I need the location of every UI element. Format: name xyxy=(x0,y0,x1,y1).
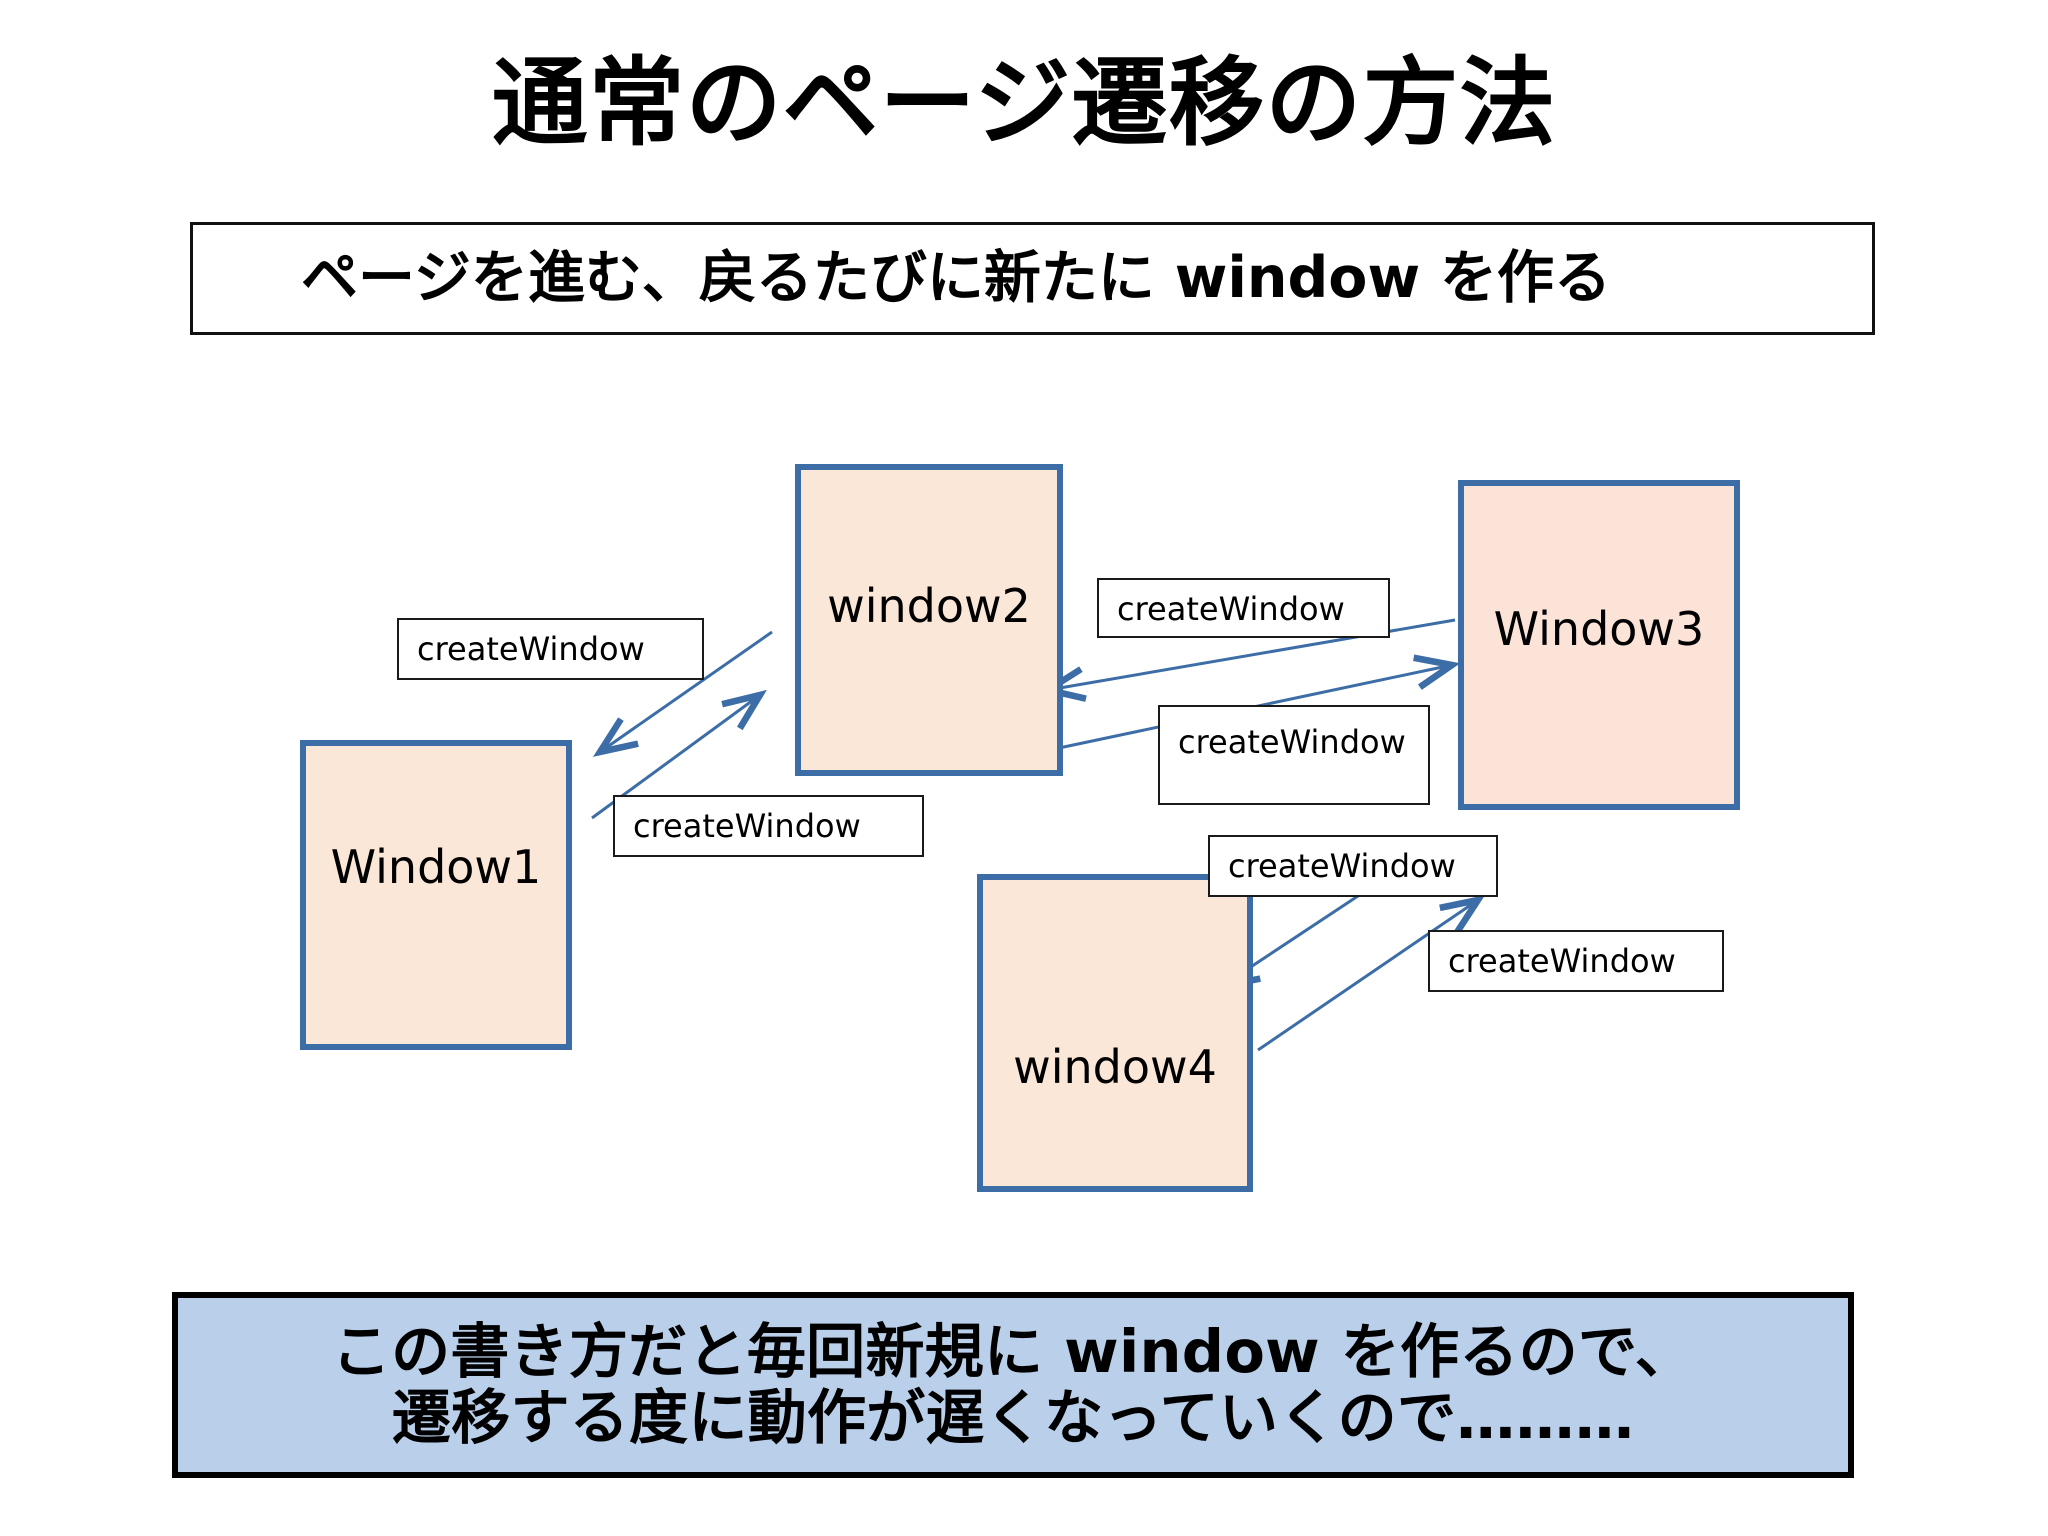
callout-create-window-3: createWindow xyxy=(1097,578,1390,638)
window-box-window4[interactable]: window4 xyxy=(977,874,1253,1192)
subtitle-box: ページを進む、戻るたびに新たに window を作る xyxy=(190,222,1875,335)
page-title: 通常のページ遷移の方法 xyxy=(491,47,1557,159)
callout-create-window-2: createWindow xyxy=(613,795,924,857)
callout-create-window-1: createWindow xyxy=(397,618,704,680)
window-box-window1[interactable]: Window1 xyxy=(300,740,572,1050)
conclusion-line-2: 遷移する度に動作が遅くなっていくので……… xyxy=(391,1383,1635,1452)
window-box-label: window2 xyxy=(827,579,1031,633)
callout-create-window-6: createWindow xyxy=(1428,930,1724,992)
conclusion-line-1: この書き方だと毎回新規に window を作るので、 xyxy=(331,1316,1695,1386)
window-box-window2[interactable]: window2 xyxy=(795,464,1063,776)
callout-create-window-5: createWindow xyxy=(1208,835,1498,897)
window-box-label: window4 xyxy=(1013,1040,1217,1094)
conclusion-banner: この書き方だと毎回新規に window を作るので、 遷移する度に動作が遅くなっ… xyxy=(172,1292,1854,1478)
window-box-window3[interactable]: Window3 xyxy=(1458,480,1740,810)
window-box-label: Window1 xyxy=(330,840,542,894)
window-box-label: Window3 xyxy=(1493,602,1705,656)
callout-create-window-4: createWindow xyxy=(1158,705,1430,805)
subtitle-text: ページを進む、戻るたびに新たに window を作る xyxy=(301,245,1611,311)
